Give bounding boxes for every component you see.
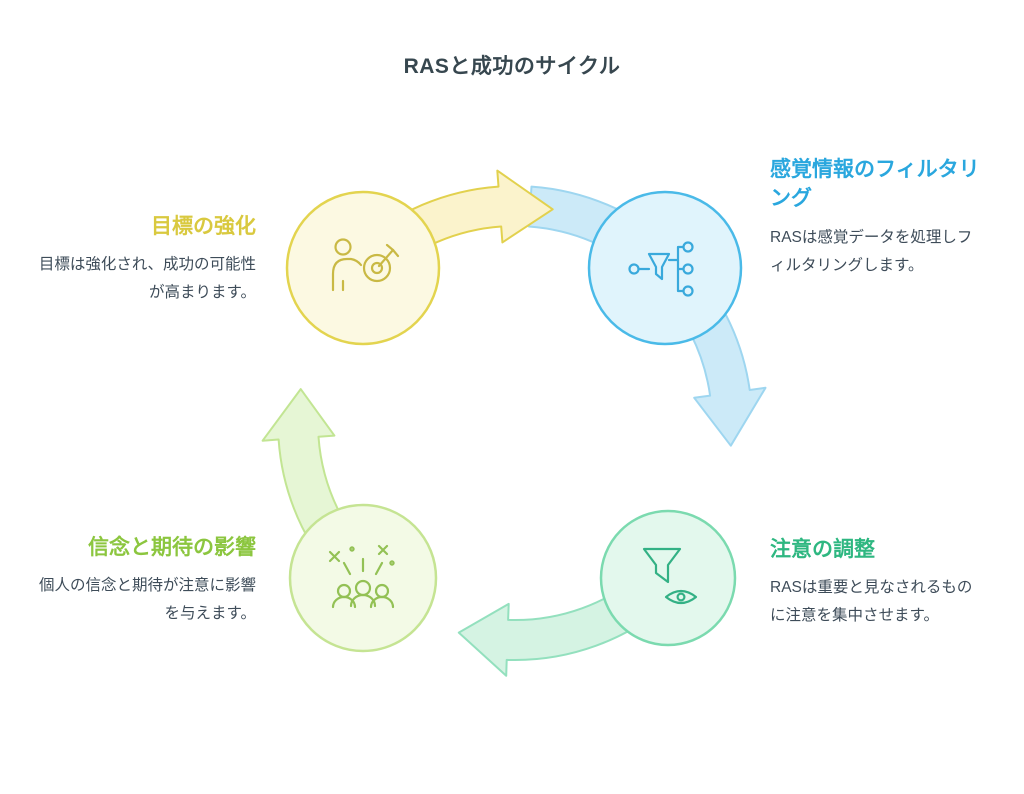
step-body-goal: 目標は強化され、成功の可能性が高まります。 [38,256,256,302]
node-beliefs [288,503,438,653]
step-body-beliefs: 個人の信念と期待が注意に影響を与えます。 [38,577,256,623]
step-heading-beliefs: 信念と期待の影響 [88,536,256,559]
step-label-goal: 目標の強化 目標は強化され、成功の可能性が高まります。 [28,212,256,307]
step-label-beliefs: 信念と期待の影響 個人の信念と期待が注意に影響を与えます。 [28,533,256,628]
step-label-attention: 注意の調整 RASは重要と見なされるものに注意を集中させます。 [770,535,986,630]
step-body-attention: RASは重要と見なされるものに注意を集中させます。 [770,579,973,625]
branch-filter-icon [628,241,694,297]
step-body-sensory: RASは感覚データを処理しフィルタリングします。 [770,228,973,274]
step-label-sensory: 感覚情報のフィルタリング RASは感覚データを処理しフィルタリングします。 [770,155,986,280]
funnel-eye-icon [642,547,698,605]
step-heading-goal: 目標の強化 [151,215,256,238]
node-sensory-filtering [587,190,743,346]
step-heading-attention: 注意の調整 [770,538,875,561]
group-celebration-icon [328,544,395,609]
step-heading-sensory: 感覚情報のフィルタリング [770,158,980,211]
person-target-icon [331,238,400,292]
diagram-title: RASと成功のサイクル [403,55,621,78]
